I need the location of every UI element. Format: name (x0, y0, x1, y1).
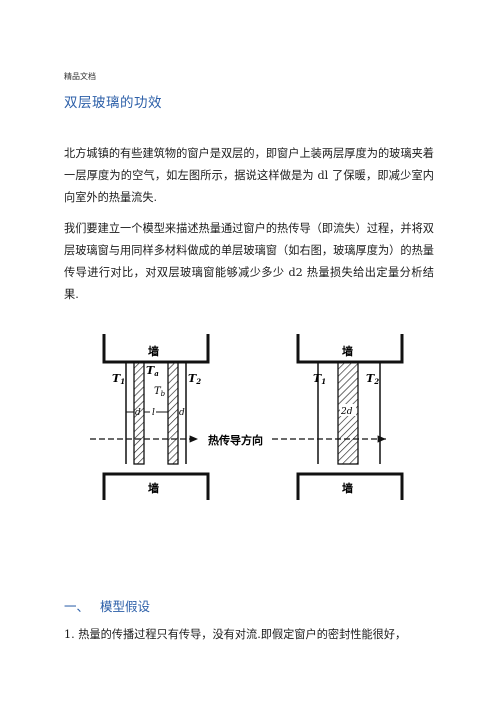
label-T2-right: T2 (366, 372, 379, 386)
label-2d: 2d (340, 407, 353, 417)
label-T1-right: T1 (313, 372, 326, 386)
left-wall-bottom-label: 墙 (148, 481, 159, 495)
double-glazing-figure: 墙 T1 Ta Tb T2 d l d 墙 热传导方向 墙 T1 T2 2d 墙 (90, 334, 404, 500)
label-Ta: Ta (146, 364, 159, 378)
label-T2: T2 (188, 372, 201, 386)
label-Tb: Tb (154, 386, 166, 398)
right-diagram: 墙 T1 T2 2d 墙 (272, 334, 404, 500)
label-l: l (152, 408, 155, 418)
paragraph-intro: 北方城镇的有些建筑物的窗户是双层的，即窗户上装两层厚度为的玻璃夹着一层厚度为的空… (64, 147, 434, 204)
label-T1: T1 (112, 372, 125, 386)
section-heading: 一、模型假设 (64, 596, 150, 615)
right-wall-bottom-label: 墙 (342, 481, 353, 495)
paragraph-model: 我们要建立一个模型来描述热量通过窗户的热传导（即流失）过程，并将双层玻璃窗与用同… (64, 222, 434, 301)
left-glass-pane-2 (167, 361, 179, 465)
page-title: 双层玻璃的功效 (64, 95, 162, 111)
header-label: 精品文档 (64, 72, 96, 81)
section-number: 一、 (64, 599, 90, 614)
label-d-left: d (135, 408, 141, 418)
label-d-right: d (179, 408, 185, 418)
heat-direction-label: 热传导方向 (208, 433, 263, 447)
right-wall-top-label: 墙 (342, 344, 353, 358)
section-title: 模型假设 (100, 599, 151, 614)
right-wall-bottom (296, 472, 404, 500)
left-diagram: 墙 T1 Ta Tb T2 d l d 墙 (102, 334, 210, 500)
left-wall-top-label: 墙 (148, 344, 159, 358)
left-glass-pane-1 (133, 361, 145, 465)
left-wall-bottom (102, 472, 210, 500)
paragraph-assumption-1: 1. 热量的传播过程只有传导，没有对流.即假定窗户的密封性能很好， (64, 628, 407, 641)
left-wall-top (102, 334, 210, 364)
